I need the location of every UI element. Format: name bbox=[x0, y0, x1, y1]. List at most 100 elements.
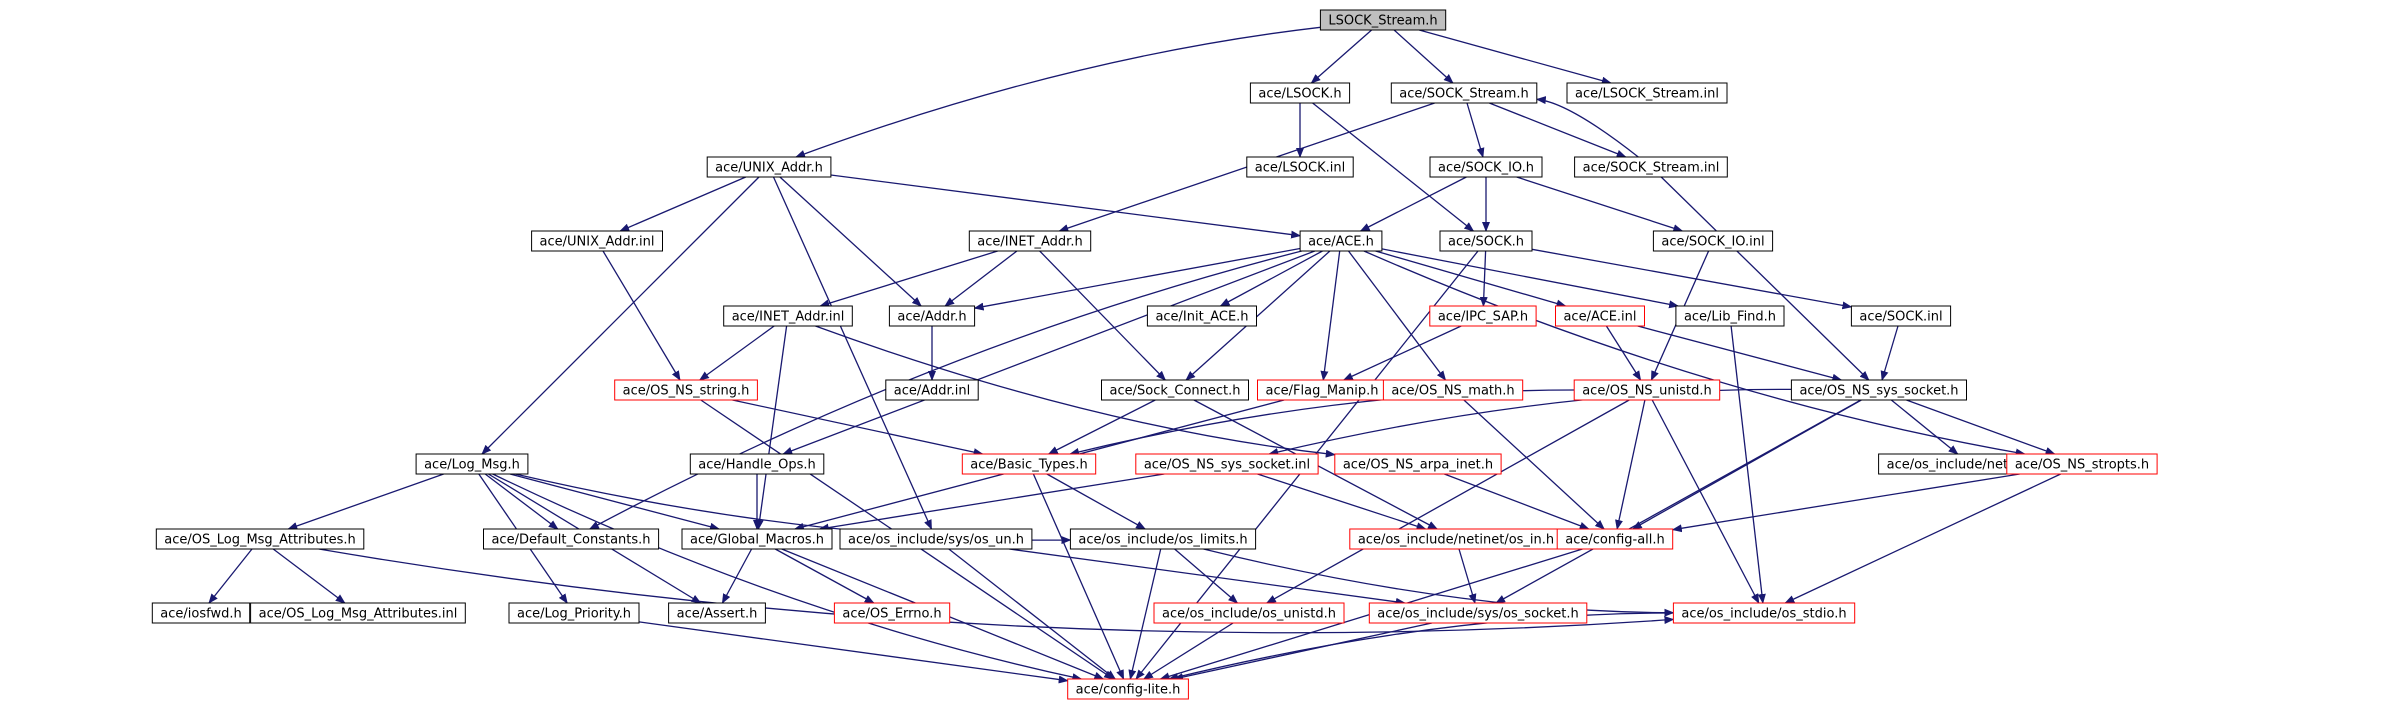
node-os-un-h[interactable]: ace/os_include/sys/os_un.h bbox=[839, 528, 1033, 550]
node-ipc-sap-h[interactable]: ace/IPC_SAP.h bbox=[1429, 305, 1537, 327]
node-sock-h[interactable]: ace/SOCK.h bbox=[1439, 230, 1533, 252]
edge-os-ns-unistd-h-to-os-unistd-h bbox=[1265, 399, 1630, 604]
node-sock-inl[interactable]: ace/SOCK.inl bbox=[1850, 305, 1952, 327]
node-lsock-h[interactable]: ace/LSOCK.h bbox=[1249, 82, 1351, 104]
node-os-ns-sys-socket-h[interactable]: ace/OS_NS_sys_socket.h bbox=[1790, 379, 1968, 401]
node-box bbox=[151, 602, 251, 624]
node-label: ace/SOCK.inl bbox=[1859, 310, 1942, 325]
node-addr-inl[interactable]: ace/Addr.inl bbox=[885, 379, 979, 401]
node-flag-manip-h[interactable]: ace/Flag_Manip.h bbox=[1257, 379, 1387, 401]
node-label: ace/iosfwd.h bbox=[160, 607, 241, 622]
edge-inet-addr-h-to-addr-h bbox=[944, 250, 1018, 307]
edge-log-msg-h-to-config-lite-h bbox=[492, 473, 1083, 682]
node-os-log-msg-attr-h[interactable]: ace/OS_Log_Msg_Attributes.h bbox=[155, 528, 365, 550]
node-label: ace/OS_NS_math.h bbox=[1391, 384, 1514, 399]
node-unix-addr-inl[interactable]: ace/UNIX_Addr.inl bbox=[531, 230, 663, 252]
node-os-ns-string-h[interactable]: ace/OS_NS_string.h bbox=[614, 379, 758, 401]
node-os-ns-sys-socket-inl[interactable]: ace/OS_NS_sys_socket.inl bbox=[1135, 453, 1319, 475]
node-box bbox=[1566, 82, 1728, 104]
edge-sock-stream-h-to-sock-io-h bbox=[1466, 102, 1485, 158]
edge-unix-addr-h-to-addr-h bbox=[779, 176, 922, 307]
node-log-msg-h[interactable]: ace/Log_Msg.h bbox=[415, 453, 529, 475]
node-os-log-msg-attr-inl[interactable]: ace/OS_Log_Msg_Attributes.inl bbox=[250, 602, 466, 624]
node-sock-stream-h[interactable]: ace/SOCK_Stream.h bbox=[1390, 82, 1538, 104]
node-sock-connect-h[interactable]: ace/Sock_Connect.h bbox=[1101, 379, 1249, 401]
edge-ace-h-to-sock-connect-h bbox=[1185, 250, 1331, 381]
node-label: ace/Flag_Manip.h bbox=[1266, 384, 1379, 399]
node-addr-h[interactable]: ace/Addr.h bbox=[888, 305, 976, 327]
node-os-ns-stropts-h[interactable]: ace/OS_NS_stropts.h bbox=[2006, 453, 2158, 475]
node-os-ns-math-h[interactable]: ace/OS_NS_math.h bbox=[1382, 379, 1524, 401]
node-box bbox=[1334, 453, 1502, 475]
edge-inet-addr-h-to-inet-addr-inl bbox=[819, 250, 998, 308]
node-inet-addr-inl[interactable]: ace/INET_Addr.inl bbox=[723, 305, 853, 327]
node-sock-stream-inl[interactable]: ace/SOCK_Stream.inl bbox=[1574, 156, 1728, 178]
node-os-socket-h[interactable]: ace/os_include/sys/os_socket.h bbox=[1368, 602, 1588, 624]
node-label: ace/os_include/os_unistd.h bbox=[1162, 607, 1336, 622]
node-unix-addr-h[interactable]: ace/UNIX_Addr.h bbox=[706, 156, 832, 178]
node-basic-types-h[interactable]: ace/Basic_Types.h bbox=[961, 453, 1097, 475]
node-box bbox=[839, 528, 1033, 550]
node-lsock-inl[interactable]: ace/LSOCK.inl bbox=[1246, 156, 1354, 178]
node-label: ace/SOCK.h bbox=[1448, 235, 1524, 250]
edge-sock-stream-inl-to-sock-stream-h bbox=[1535, 96, 1639, 158]
node-box bbox=[1429, 305, 1537, 327]
node-init-ace-h[interactable]: ace/Init_ACE.h bbox=[1146, 305, 1258, 327]
edge-os-ns-stropts-h-to-os-stdio-h bbox=[1784, 473, 2061, 604]
node-label: ace/SOCK_IO.h bbox=[1438, 161, 1534, 176]
edge-os-limits-h-to-config-lite-h bbox=[1128, 548, 1162, 680]
node-box bbox=[1574, 156, 1728, 178]
node-lsock-stream-inl[interactable]: ace/LSOCK_Stream.inl bbox=[1566, 82, 1728, 104]
node-label: ace/OS_NS_arpa_inet.h bbox=[1343, 458, 1493, 473]
node-os-errno-h[interactable]: ace/OS_Errno.h bbox=[833, 602, 951, 624]
node-os-in-h[interactable]: ace/os_include/netinet/os_in.h bbox=[1349, 528, 1563, 550]
node-lib-find-h[interactable]: ace/Lib_Find.h bbox=[1675, 305, 1785, 327]
node-config-lite-h[interactable]: ace/config-lite.h bbox=[1067, 678, 1189, 700]
node-log-priority-h[interactable]: ace/Log_Priority.h bbox=[508, 602, 640, 624]
node-iosfwd-h[interactable]: ace/iosfwd.h bbox=[151, 602, 251, 624]
node-box bbox=[1555, 305, 1645, 327]
node-label: ace/LSOCK.inl bbox=[1255, 161, 1345, 176]
node-default-constants-h[interactable]: ace/Default_Constants.h bbox=[483, 528, 660, 550]
edge-unix-addr-inl-to-os-ns-string-h bbox=[602, 250, 681, 381]
node-label: ace/OS_NS_sys_socket.h bbox=[1799, 384, 1958, 399]
node-sock-io-inl[interactable]: ace/SOCK_IO.inl bbox=[1652, 230, 1774, 252]
node-assert-h[interactable]: ace/Assert.h bbox=[668, 602, 766, 624]
node-box bbox=[1299, 230, 1383, 252]
edge-inet-addr-inl-to-os-ns-arpa-inet-h bbox=[815, 325, 1336, 458]
node-handle-ops-h[interactable]: ace/Handle_Ops.h bbox=[689, 453, 825, 475]
node-config-all-h[interactable]: ace/config-all.h bbox=[1556, 528, 1674, 550]
node-box bbox=[614, 379, 758, 401]
node-label: ace/Log_Msg.h bbox=[424, 458, 520, 473]
node-box bbox=[250, 602, 466, 624]
node-global-macros-h[interactable]: ace/Global_Macros.h bbox=[681, 528, 833, 550]
edge-os-ns-sys-socket-h-to-os-ns-stropts-h bbox=[1906, 399, 2056, 455]
node-os-limits-h[interactable]: ace/os_include/os_limits.h bbox=[1069, 528, 1257, 550]
edge-sock-h-to-sock-inl bbox=[1531, 248, 1853, 310]
node-box bbox=[1067, 678, 1189, 700]
node-sock-io-h[interactable]: ace/SOCK_IO.h bbox=[1429, 156, 1543, 178]
node-os-ns-arpa-inet-h[interactable]: ace/OS_NS_arpa_inet.h bbox=[1334, 453, 1502, 475]
node-label: ace/LSOCK.h bbox=[1258, 87, 1341, 102]
edge-os-socket-h-to-config-lite-h bbox=[1173, 622, 1433, 681]
node-box bbox=[1672, 602, 1856, 624]
node-box bbox=[961, 453, 1097, 475]
edge-ace-inl-to-os-ns-sys-socket-h bbox=[1637, 325, 1843, 382]
node-label: ace/OS_Log_Msg_Attributes.inl bbox=[259, 607, 458, 622]
node-ace-inl[interactable]: ace/ACE.inl bbox=[1555, 305, 1645, 327]
node-box bbox=[1439, 230, 1533, 252]
node-inet-addr-h[interactable]: ace/INET_Addr.h bbox=[968, 230, 1092, 252]
node-box bbox=[508, 602, 640, 624]
node-os-ns-unistd-h[interactable]: ace/OS_NS_unistd.h bbox=[1573, 379, 1721, 401]
node-ace-h[interactable]: ace/ACE.h bbox=[1299, 230, 1383, 252]
node-os-unistd-h[interactable]: ace/os_include/os_unistd.h bbox=[1153, 602, 1345, 624]
node-label: ace/Addr.h bbox=[897, 310, 966, 325]
node-box bbox=[415, 453, 529, 475]
node-box bbox=[833, 602, 951, 624]
edge-log-msg-h-to-default-constants-h bbox=[484, 473, 559, 530]
node-label: ace/UNIX_Addr.h bbox=[715, 161, 823, 176]
edge-os-ns-sys-socket-inl-to-os-in-h bbox=[1257, 473, 1427, 531]
node-root[interactable]: LSOCK_Stream.h bbox=[1319, 9, 1447, 31]
node-os-stdio-h[interactable]: ace/os_include/os_stdio.h bbox=[1672, 602, 1856, 624]
